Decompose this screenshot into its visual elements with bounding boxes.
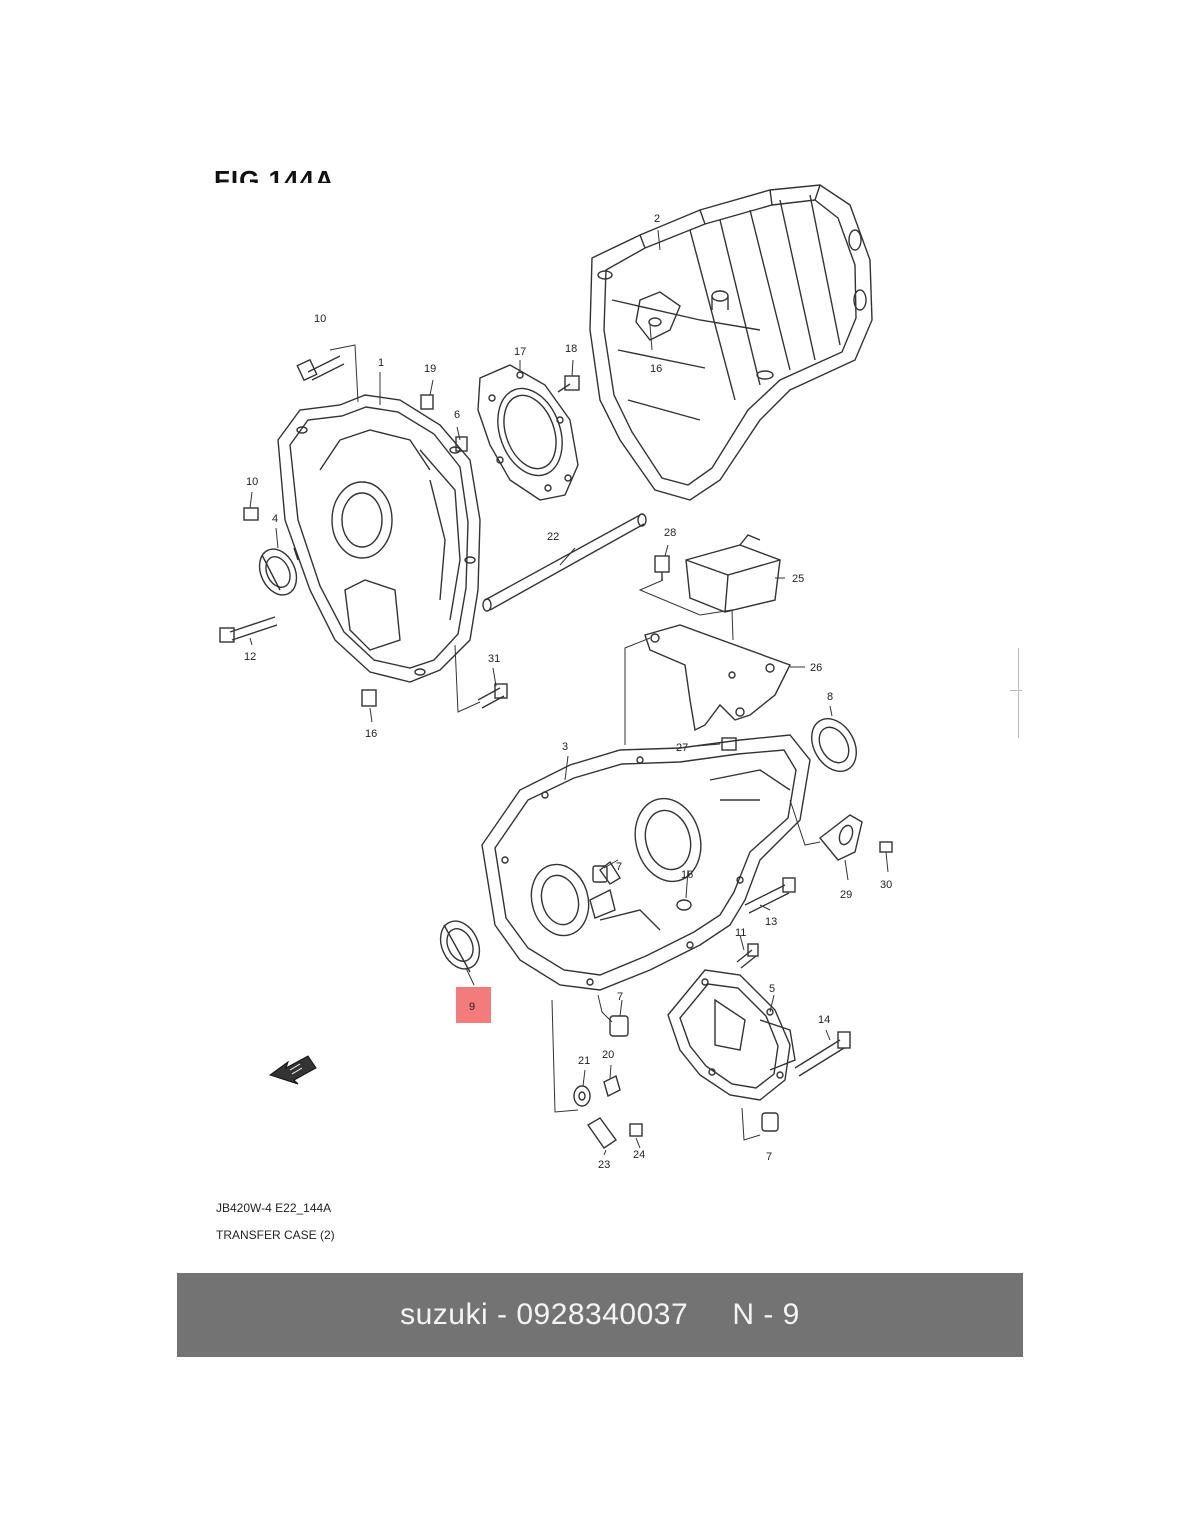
footer-bar: suzuki - 0928340037 N - 9 [177,1273,1023,1357]
label-8: 8 [827,691,833,703]
label-21: 21 [578,1055,590,1067]
diagram-name: TRANSFER CASE (2) [216,1228,335,1242]
diagram-code: JB420W-4 E22_144A [216,1201,332,1215]
label-12: 10 [314,313,326,325]
label-19: 19 [424,363,436,375]
part-26-bracket [644,624,791,732]
label-29: 29 [840,889,852,901]
bolt-group [219,355,670,709]
label-5: 5 [769,983,775,995]
part-9-seal [439,920,481,973]
label-4: 4 [272,513,278,525]
label-27: 27 [676,742,688,754]
edge-tick [1010,690,1022,691]
label-18: 18 [565,343,577,355]
label-26: 26 [810,662,822,674]
label-6: 6 [454,409,460,421]
label-20: 20 [602,1049,614,1061]
part-5-cover [667,969,796,1101]
highlight-box [456,987,491,1023]
part-1-case [277,394,481,683]
label-23: 23 [598,1159,610,1171]
part-3-case [481,734,811,991]
part-7-plug-3 [592,865,608,883]
leader-lines [249,229,889,1156]
footer-text: suzuki - 0928340037 N - 9 [400,1298,800,1331]
label-14: 13 [765,916,777,928]
part-7-plug [609,1015,629,1037]
label-25: 25 [792,573,804,585]
part-2-housing [589,184,873,501]
part-8-seal [811,718,857,772]
part-4-seal [258,547,299,596]
part-14-bolt [744,877,796,914]
part-22-rod [482,513,647,612]
label-16b: 16 [365,728,377,740]
label-17: 17 [514,346,526,358]
label-15: 14 [818,1014,830,1026]
label-13: 12 [244,651,256,663]
part-17-gasket [477,364,579,501]
figure-title: FIG.144A [214,165,335,183]
label-11: 11 [735,927,746,939]
part-11-bolt [736,943,759,969]
part-29-plate [819,814,893,861]
label-7c: 7 [766,1151,772,1163]
label-1: 1 [378,357,384,369]
label-10: 10 [246,476,258,488]
label-3: 3 [562,741,568,753]
part-7-plug-2 [761,1112,779,1132]
part-25-cover [685,534,781,613]
label-31: 31 [488,653,500,665]
part-labels: 10 1 19 6 17 18 2 16 10 4 12 22 28 25 26… [244,213,892,1171]
label-16a: 16 [650,363,662,375]
label-30: 30 [880,879,892,891]
part-15-bolt [794,1031,851,1077]
label-2: 2 [654,213,660,225]
fr-arrow-icon [268,1055,317,1085]
label-22: 22 [547,531,559,543]
label-28: 28 [664,527,676,539]
part-27-nut [721,737,737,751]
edge-mark [1018,648,1019,738]
label-7b: 7 [617,991,623,1003]
label-7a: 7 [616,861,622,873]
small-parts [573,1074,643,1149]
label-16c: 16 [681,869,693,881]
label-9: 9 [469,1001,475,1013]
label-24: 24 [633,1149,645,1161]
